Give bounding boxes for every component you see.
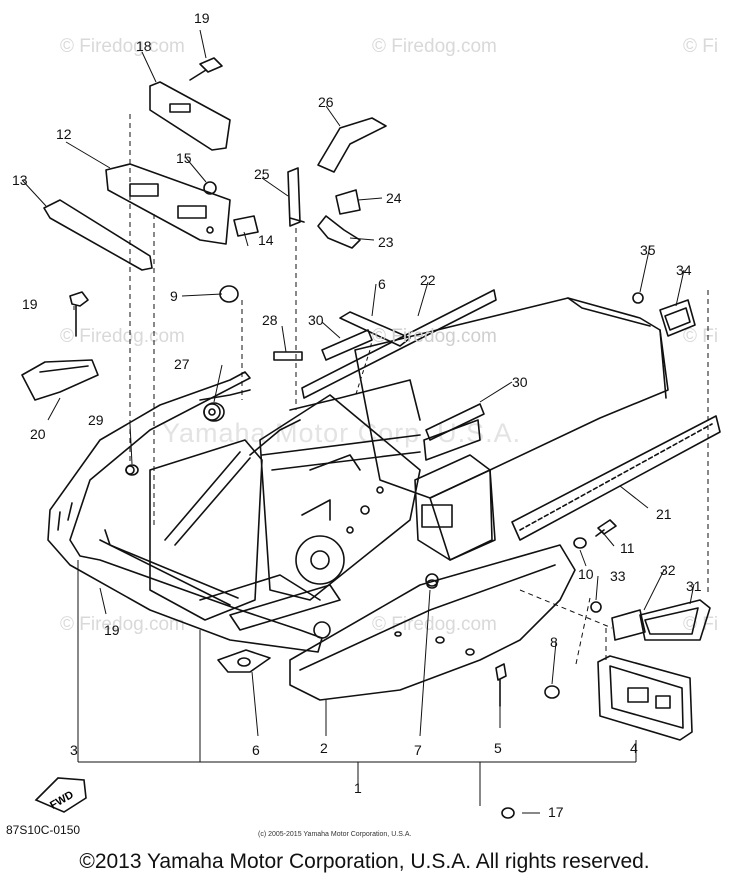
callout-24: 24 xyxy=(386,190,402,206)
callout-23: 23 xyxy=(378,234,394,250)
watermark: © Firedog.com xyxy=(372,614,497,635)
callout-17: 17 xyxy=(548,804,564,820)
callout-35: 35 xyxy=(640,242,656,258)
footer-copyright: ©2013 Yamaha Motor Corporation, U.S.A. A… xyxy=(79,850,650,873)
callout-26: 26 xyxy=(318,94,334,110)
callout-21: 21 xyxy=(656,506,672,522)
callout-18: 18 xyxy=(136,38,152,54)
callout-12: 12 xyxy=(56,126,72,142)
callout-19-bottom: 19 xyxy=(104,622,120,638)
callout-30-upper: 30 xyxy=(308,312,324,328)
callout-31: 31 xyxy=(686,578,702,594)
callout-4: 4 xyxy=(630,740,638,756)
callout-19: 19 xyxy=(194,10,210,26)
callout-22: 22 xyxy=(420,272,436,288)
watermark-center: © Firedog.com xyxy=(372,326,497,347)
callout-10: 10 xyxy=(578,566,594,582)
callout-2: 2 xyxy=(320,740,328,756)
callout-13: 13 xyxy=(12,172,28,188)
callout-25: 25 xyxy=(254,166,270,182)
watermark-large: Yamaha Motor Corp. U.S.A. xyxy=(162,418,522,448)
callout-14: 14 xyxy=(258,232,274,248)
callout-6: 6 xyxy=(252,742,260,758)
callout-7: 7 xyxy=(414,742,422,758)
watermark: © Firedog.com xyxy=(60,36,185,57)
callout-28: 28 xyxy=(262,312,278,328)
small-copyright: (c) 2005-2015 Yamaha Motor Corporation, … xyxy=(258,831,412,838)
fwd-arrow-icon: FWD xyxy=(34,777,87,813)
watermark: © Firedog.com xyxy=(60,614,185,635)
callout-3: 3 xyxy=(70,742,78,758)
callout-20: 20 xyxy=(30,426,46,442)
watermark: © Fi xyxy=(683,614,719,635)
callout-27: 27 xyxy=(174,356,190,372)
callout-30-lower: 30 xyxy=(512,374,528,390)
callout-32: 32 xyxy=(660,562,676,578)
callout-9: 9 xyxy=(170,288,178,304)
callout-8: 8 xyxy=(550,634,558,650)
callout-29: 29 xyxy=(88,412,104,428)
callout-6-upper: 6 xyxy=(378,276,386,292)
callout-34: 34 xyxy=(676,262,692,278)
watermark: © Firedog.com xyxy=(372,36,497,57)
callout-19-left: 19 xyxy=(22,296,38,312)
callout-15: 15 xyxy=(176,150,192,166)
watermark: © Fi xyxy=(683,36,719,57)
callout-33: 33 xyxy=(610,568,626,584)
watermark: © Fi xyxy=(683,326,719,347)
callout-5: 5 xyxy=(494,740,502,756)
diagram-code: 87S10C-0150 xyxy=(6,823,81,837)
callout-1: 1 xyxy=(354,780,362,796)
callout-11: 11 xyxy=(620,540,635,556)
